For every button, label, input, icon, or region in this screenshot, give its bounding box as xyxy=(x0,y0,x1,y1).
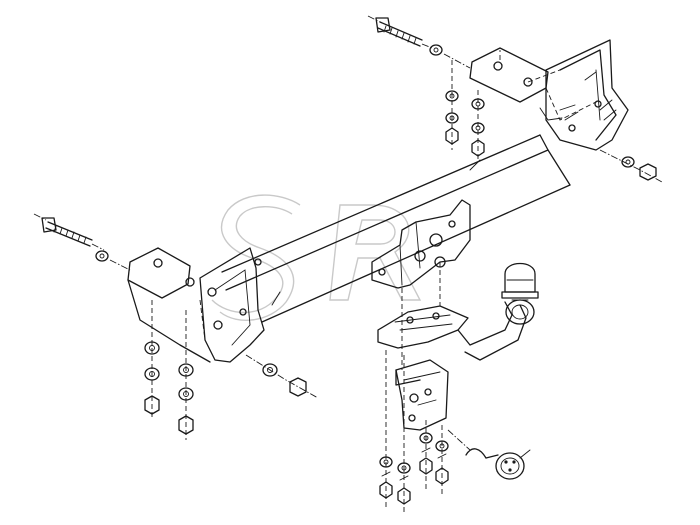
nut-washer-stacks xyxy=(95,44,663,515)
bolt-left xyxy=(33,213,105,251)
bolt-top-right xyxy=(367,15,433,49)
tow-ball xyxy=(505,299,535,325)
crossbar xyxy=(221,134,571,323)
socket-plate xyxy=(395,359,449,431)
watermark-logo xyxy=(211,194,422,321)
watermark-letter-s xyxy=(211,194,301,321)
left-mounting-bracket xyxy=(127,247,265,363)
electrical-socket xyxy=(465,448,531,480)
tow-arm xyxy=(377,301,527,361)
assembly-guides xyxy=(401,50,561,451)
right-mounting-bracket xyxy=(469,39,629,151)
watermark-letter-r xyxy=(329,204,422,301)
center-mounting-plate xyxy=(371,199,471,289)
ball-cover xyxy=(501,262,539,299)
